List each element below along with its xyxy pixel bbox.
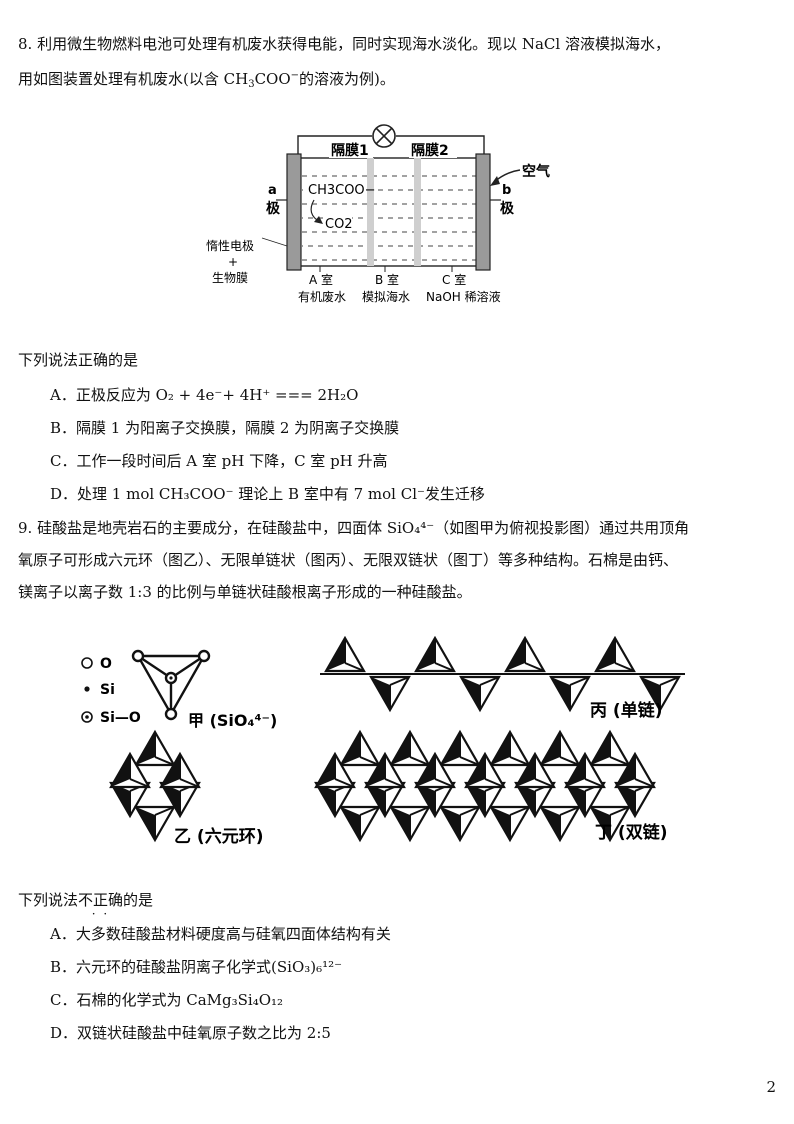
silicon-icon (84, 686, 90, 692)
single-chain (320, 636, 685, 712)
q9-option-a: A．大多数硅酸盐材料硬度高与硅氧四面体结构有关 (50, 925, 391, 943)
q8-stem-text-b: COO (254, 70, 291, 88)
q8-prompt: 下列说法正确的是 (18, 351, 139, 369)
q9-prompt-pre: 下列说法 (18, 891, 79, 909)
q9-stem-line1: 9. 硅酸盐是地壳岩石的主要成分，在硅酸盐中，四面体 SiO₄⁴⁻（如图甲为俯视… (18, 519, 690, 537)
q8-stem-text-c: 的溶液为例)。 (299, 70, 395, 88)
q9-prompt-emphasis: 不正确 (78, 891, 123, 909)
q9-option-d: D．双链状硅酸盐中硅氧原子数之比为 2:5 (50, 1024, 331, 1042)
room-a-label: A 室 (309, 272, 333, 287)
legend-si: Si (100, 682, 115, 698)
q9-stem-line2: 氧原子可形成六元环（图乙）、无限单链状（图丙）、无限双链状（图丁）等多种结构。石… (18, 551, 679, 569)
electrode-a (286, 153, 302, 271)
q8-stem-sub: 3 (248, 79, 255, 90)
inert-electrode-label: 惰性电极 (206, 239, 254, 253)
q8-stem-line2: 用如图装置处理有机废水(以含 CH3COO−的溶液为例)。 (18, 66, 395, 95)
q8-option-b: B．隔膜 1 为阳离子交换膜，隔膜 2 为阴离子交换膜 (50, 419, 400, 437)
fuel-cell-diagram: 隔膜1 隔膜2 空气 a 极 b 极 CH3COO− CO2 惰性电极 + 生物… (206, 124, 550, 304)
membrane-2 (414, 158, 421, 266)
legend-sio: Si—O (100, 710, 141, 726)
membrane-1 (367, 158, 374, 266)
oxygen-icon (81, 657, 93, 669)
q9-option-b: B．六元环的硅酸盐阴离子化学式(SiO₃)₆¹²⁻ (50, 958, 343, 976)
q9-prompt: 下列说法不正确的是 (18, 890, 153, 910)
six-ring (109, 730, 201, 842)
room-b-desc: 模拟海水 (362, 289, 410, 304)
product-label: CO2 (325, 217, 353, 232)
electrode-b-label2: 极 (500, 200, 515, 217)
q8-stem-line1: 8. 利用微生物燃料电池可处理有机废水获得电能，同时实现海水淡化。现以 NaCl… (18, 35, 670, 53)
electrode-b (475, 153, 491, 271)
room-c-desc: NaOH 稀溶液 (426, 289, 501, 304)
lamp-icon (372, 124, 396, 148)
air-label: 空气 (522, 163, 550, 180)
q8-option-d: D．处理 1 mol CH₃COO⁻ 理论上 B 室中有 7 mol Cl⁻发生… (50, 485, 485, 503)
biofilm-label: 生物膜 (212, 271, 248, 285)
room-b-label: B 室 (375, 272, 399, 287)
q9-stem-line3: 镁离子以离子数 1:3 的比例与单链状硅酸根离子形成的一种硅酸盐。 (18, 583, 472, 601)
label-yi: 乙 (六元环) (174, 826, 263, 847)
membrane2-label: 隔膜2 (411, 142, 449, 159)
label-bing: 丙 (单链) (590, 700, 662, 721)
label-jia: 甲 (SiO₄⁴⁻) (188, 711, 277, 730)
legend: O Si Si—O (81, 656, 141, 726)
legend-o: O (100, 656, 112, 672)
page-number: 2 (766, 1078, 776, 1096)
membrane1-label: 隔膜1 (331, 142, 369, 159)
room-c-label: C 室 (442, 272, 466, 287)
label-ding: 丁 (双链) (595, 822, 667, 843)
inert-plus-label: + (228, 255, 238, 269)
q9-option-c: C．石棉的化学式为 CaMg₃Si₄O₁₂ (50, 991, 284, 1009)
electrode-b-label: b (502, 183, 511, 198)
silicate-structures-figure: O Si Si—O 甲 (SiO₄⁴⁻) 丙 (单链) (81, 636, 685, 847)
electrode-a-label: a (268, 183, 277, 198)
tank (297, 157, 485, 267)
q8-option-a: A．正极反应为 O₂ + 4e⁻+ 4H⁺ === 2H₂O (50, 386, 359, 404)
reactant-label: CH3COO− (308, 183, 376, 198)
electrode-a-label2: 极 (266, 200, 281, 217)
room-a-desc: 有机废水 (298, 289, 346, 304)
q9-prompt-post: 的是 (123, 891, 154, 909)
tetrahedron-projection (131, 649, 211, 721)
q8-option-c: C．工作一段时间后 A 室 pH 下降，C 室 pH 升高 (50, 452, 388, 470)
q8-stem-text-a: 用如图装置处理有机废水(以含 CH (18, 70, 249, 88)
q8-stem-sup: − (290, 70, 300, 81)
